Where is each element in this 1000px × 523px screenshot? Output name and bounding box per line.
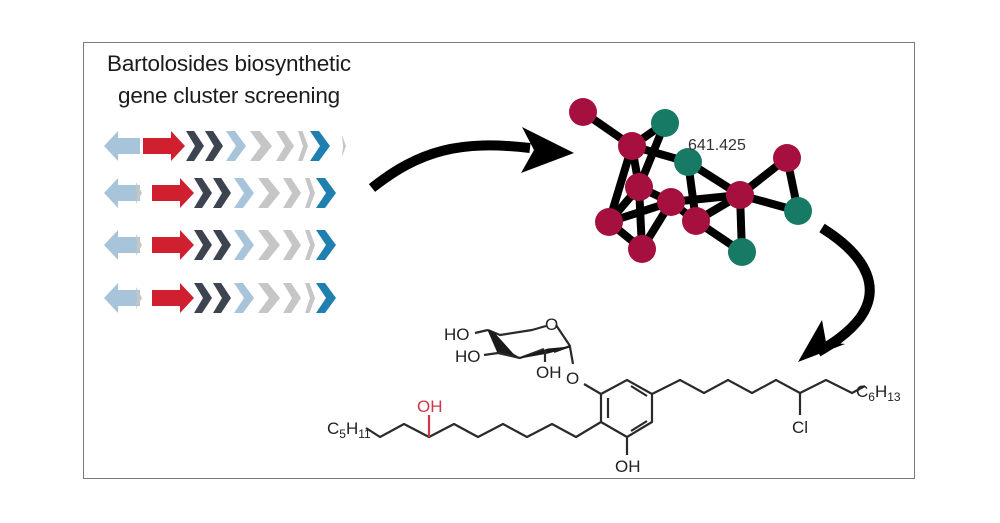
gene-clusters <box>104 131 346 313</box>
gene-arrow-light-gray <box>258 230 280 260</box>
title-line-2: gene cluster screening <box>118 83 340 108</box>
glycosidic-oxygen: O <box>566 369 579 388</box>
figure-title: Bartolosides biosynthetic gene cluster s… <box>84 48 374 112</box>
gene-arrow-pale-blue <box>234 178 254 208</box>
gene-arrow-dark-gray <box>213 283 231 313</box>
gene-arrow-light-gray-thin <box>136 234 142 256</box>
chloro-label: Cl <box>792 418 808 437</box>
network-node-red <box>569 98 597 126</box>
molecular-network: 641.425 <box>569 98 812 266</box>
sugar-ho-2: HO <box>455 347 481 366</box>
gene-arrow-red <box>152 178 194 208</box>
left-chain-formula: C5H11 <box>327 419 371 441</box>
gene-arrow-light-gray <box>258 283 280 313</box>
gene-arrow-pale-blue <box>234 230 254 260</box>
network-node-red <box>726 181 754 209</box>
title-line-1: Bartolosides biosynthetic <box>107 51 351 76</box>
gene-arrow-light-gray-partial <box>342 135 346 157</box>
gene-arrow-dark-gray <box>186 131 204 161</box>
gene-arrow-pale-blue-left <box>104 230 140 260</box>
gene-arrow-pale-blue-left <box>104 283 140 313</box>
gene-arrow-pale-blue-left <box>104 178 140 208</box>
gene-arrow-light-gray-thin <box>136 182 142 204</box>
network-node-green <box>784 197 812 225</box>
red-hydroxyl: OH <box>417 397 443 416</box>
gene-arrow-light-gray <box>305 230 315 260</box>
gene-arrow-light-gray-thin <box>136 287 142 309</box>
gene-arrow-pale-blue <box>226 131 246 161</box>
network-node-red <box>682 207 710 235</box>
sugar-ho-1: HO <box>444 325 470 344</box>
gene-arrow-teal-blue <box>316 178 336 208</box>
gene-arrow-teal-blue <box>310 131 330 161</box>
gene-arrow-dark-gray <box>194 178 212 208</box>
gene-arrow-light-gray <box>305 283 315 313</box>
network-node-green <box>674 148 702 176</box>
bartoloside-structure: HO HO OH O O OH OH Cl C5H11 C6H13 <box>327 315 901 476</box>
gene-arrow-light-gray <box>283 283 301 313</box>
gene-arrow-light-gray <box>283 230 301 260</box>
network-node-red <box>628 235 656 263</box>
phenol-hydroxyl: OH <box>615 457 641 476</box>
gene-arrow-red <box>143 131 185 161</box>
network-node-red <box>618 132 646 160</box>
arrow-genes-to-network <box>368 127 574 192</box>
gene-arrow-dark-gray <box>194 283 212 313</box>
gene-arrow-light-gray <box>305 178 315 208</box>
arrow-network-to-molecule <box>798 223 875 362</box>
gene-arrow-dark-gray <box>205 131 223 161</box>
network-node-green <box>651 109 679 137</box>
gene-arrow-pale-blue-left <box>104 131 140 161</box>
figure-frame <box>83 42 915 479</box>
gene-arrow-red <box>152 230 194 260</box>
gene-arrow-teal-blue <box>316 230 336 260</box>
sugar-oh: OH <box>536 363 562 382</box>
gene-arrow-light-gray <box>250 131 272 161</box>
network-node-green <box>728 238 756 266</box>
network-node-red <box>595 208 623 236</box>
network-node-label: 641.425 <box>688 137 746 154</box>
network-node-red <box>773 144 801 172</box>
gene-arrow-light-gray <box>276 131 294 161</box>
gene-arrow-dark-gray <box>213 230 231 260</box>
sugar-ring-oxygen: O <box>545 315 558 334</box>
network-node-red <box>657 188 685 216</box>
svg-text:C5H11: C5H11 <box>327 419 371 441</box>
gene-arrow-dark-gray <box>194 230 212 260</box>
gene-arrow-light-gray <box>283 178 301 208</box>
gene-arrow-light-gray <box>298 131 308 161</box>
gene-arrow-light-gray <box>258 178 280 208</box>
gene-arrow-dark-gray <box>213 178 231 208</box>
svg-text:C6H13: C6H13 <box>856 382 901 404</box>
gene-arrow-pale-blue <box>234 283 254 313</box>
network-node-red <box>625 173 653 201</box>
gene-arrow-teal-blue <box>316 283 336 313</box>
gene-arrow-red <box>152 283 194 313</box>
right-chain-formula: C6H13 <box>856 382 901 404</box>
